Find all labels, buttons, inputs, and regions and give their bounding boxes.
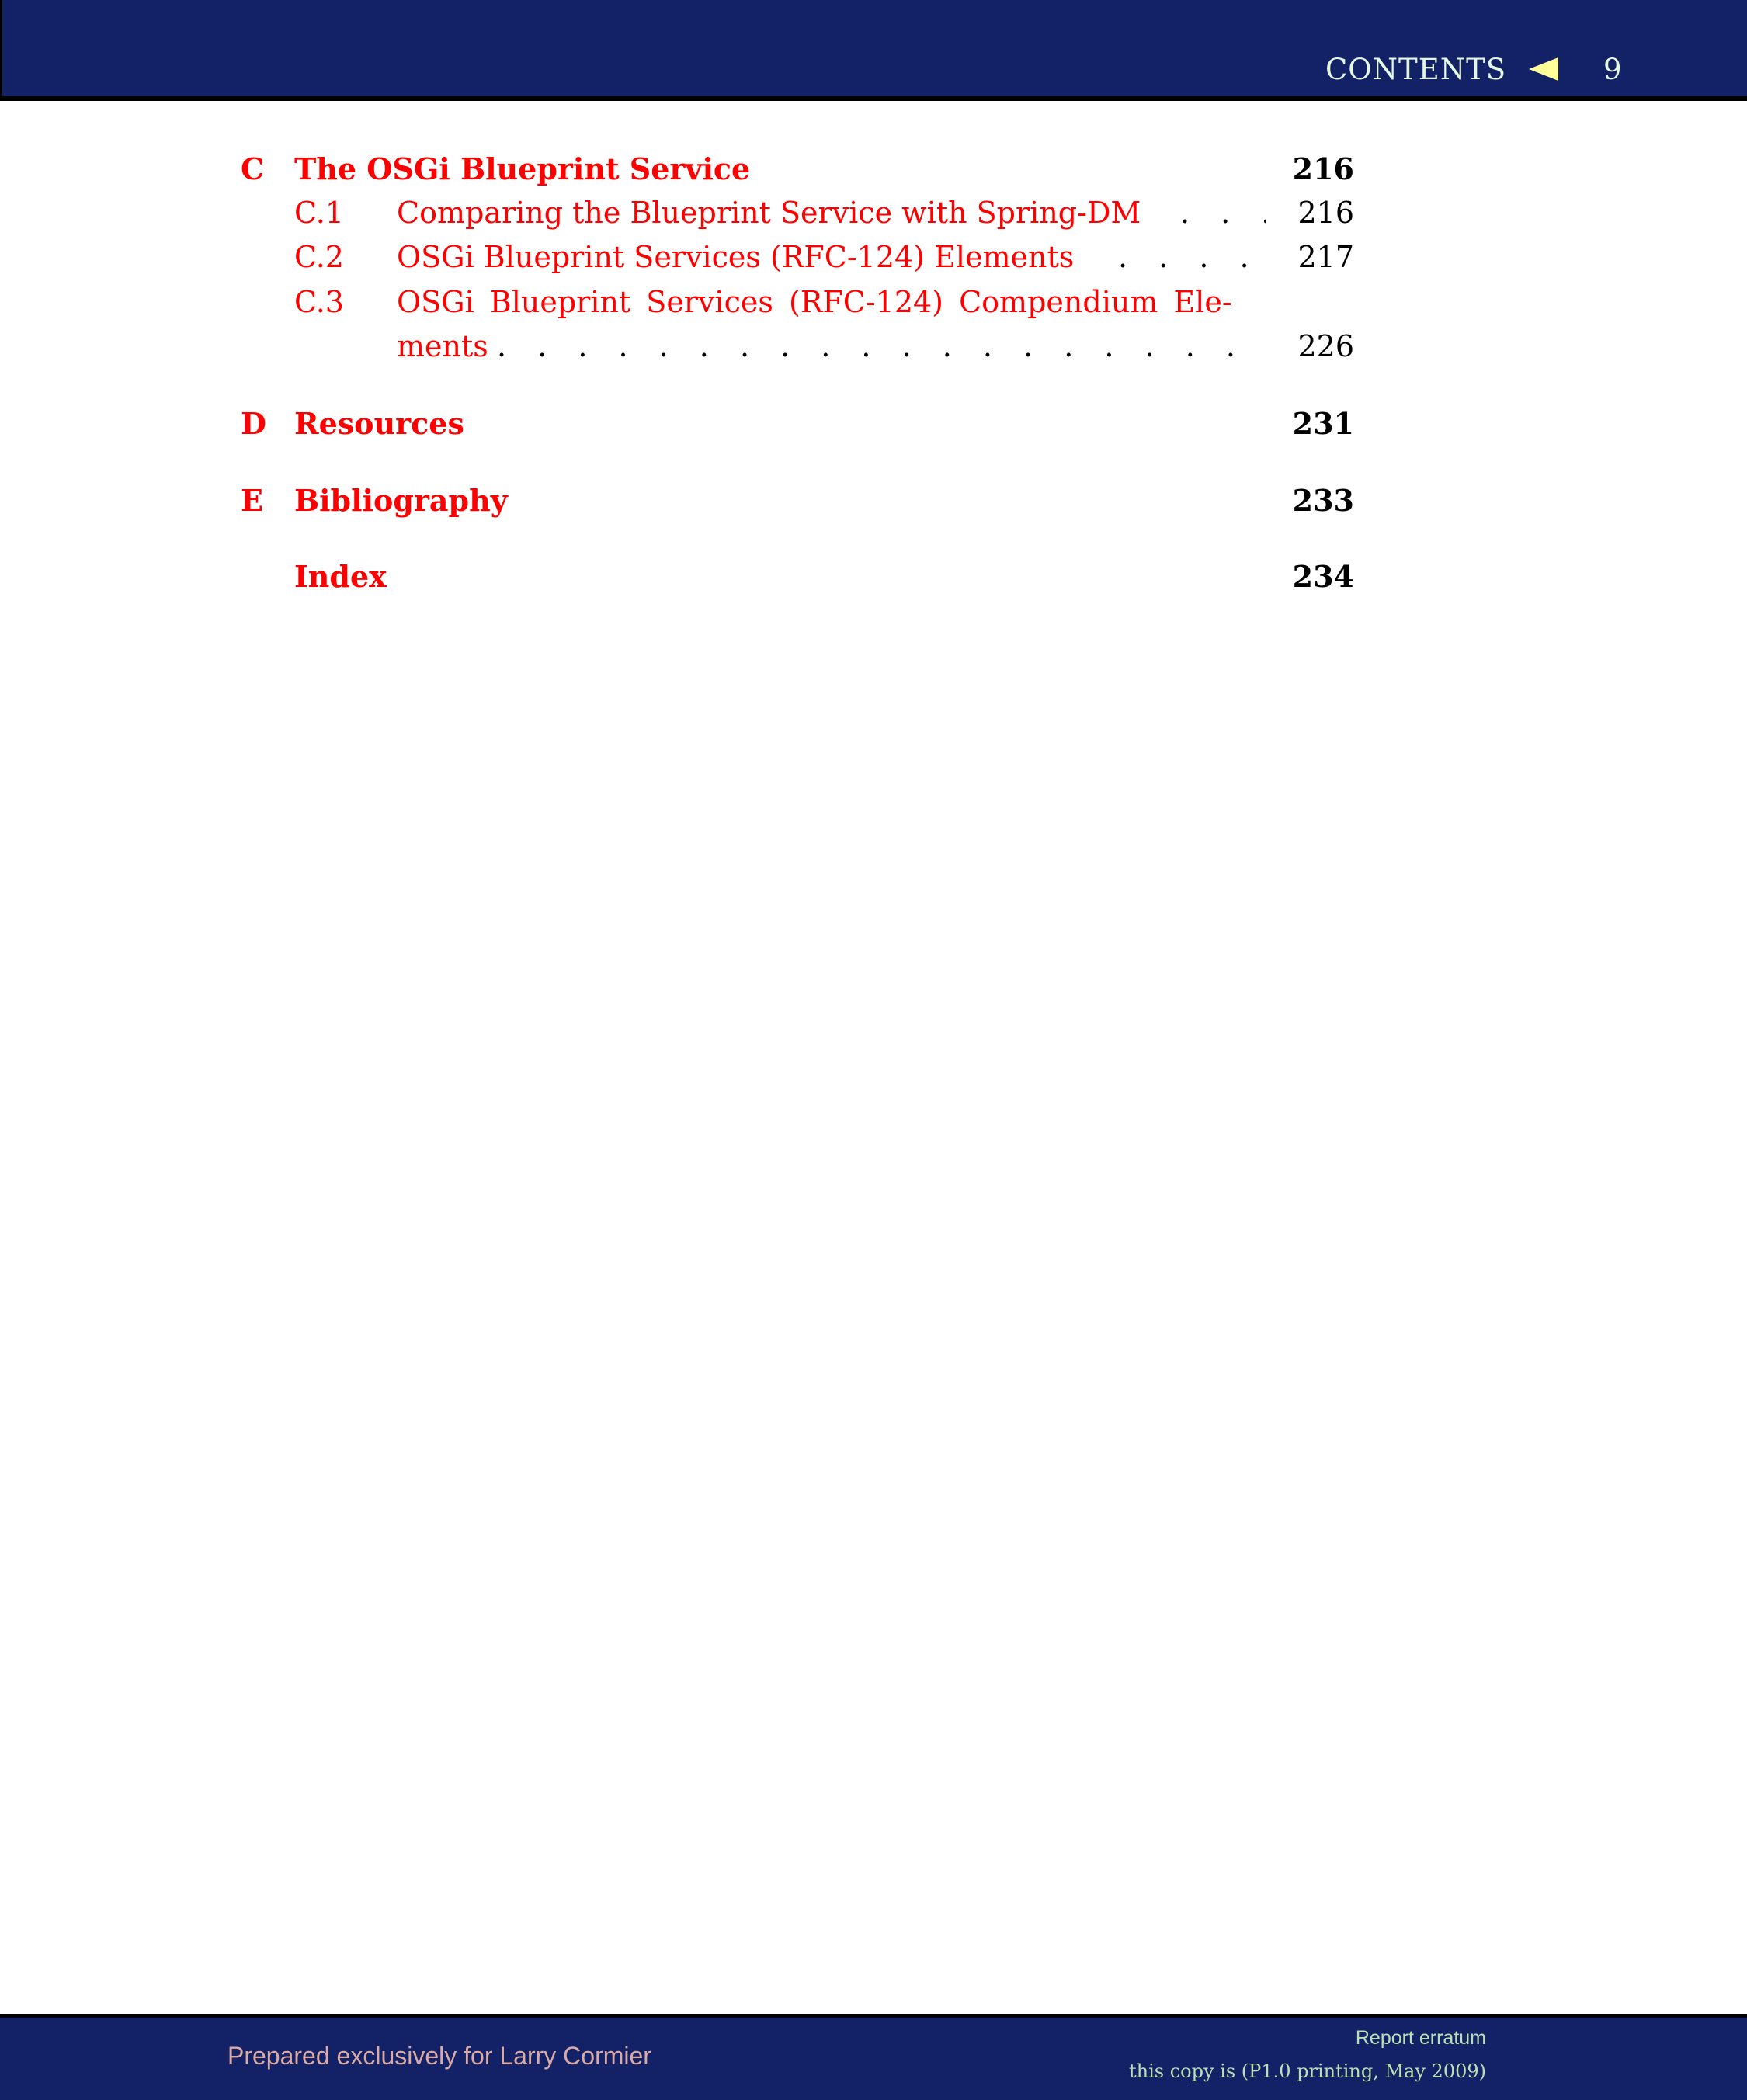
chapter-title[interactable]: Resources [294,406,464,441]
chapter-number: E [241,483,263,518]
printing-info: this copy is (P1.0 printing, May 2009) [1129,2060,1486,2082]
chapter-title[interactable]: Index [294,559,387,594]
toc-entry-c1[interactable]: C.1 Comparing the Blueprint Service with… [0,196,1747,234]
leader-dots: . . . . . . . . . . . . . . . . . . . . … [497,329,1266,363]
leader-dots: . . . . . . [1118,240,1266,274]
chapter-title[interactable]: Bibliography [294,483,508,518]
toc-entry-index[interactable]: Index 234 [0,559,1747,598]
page-ref: 217 [1297,240,1354,274]
page-ref: 226 [1297,329,1354,363]
toc-entry-c2[interactable]: C.2 OSGi Blueprint Services (RFC-124) El… [0,240,1747,279]
page-ref: 216 [1292,151,1354,186]
section-number: C.1 [294,196,344,230]
section-title-continued[interactable]: ments [397,329,488,363]
chapter-number: C [241,151,265,186]
toc-entry-d[interactable]: D Resources 231 [0,406,1747,445]
leader-dots: . . . [1180,196,1266,230]
running-head: CONTENTS [1325,53,1507,86]
toc-entry-c3[interactable]: C.3 OSGi Blueprint Services (RFC-124) Co… [0,285,1747,324]
section-number: C.3 [294,285,344,319]
page-footer: Prepared exclusively for Larry Cormier R… [0,2014,1747,2100]
section-title[interactable]: OSGi Blueprint Services (RFC-124) Compen… [397,285,1232,319]
triangle-left-icon[interactable] [1529,57,1558,81]
page-number: 9 [1603,53,1622,86]
toc-entry-e[interactable]: E Bibliography 233 [0,483,1747,522]
section-title[interactable]: Comparing the Blueprint Service with Spr… [397,196,1141,230]
chapter-number: D [241,406,266,441]
toc-entry-c3-cont[interactable]: ments . . . . . . . . . . . . . . . . . … [0,329,1747,368]
page-ref: 231 [1292,406,1354,441]
chapter-title[interactable]: The OSGi Blueprint Service [294,151,751,186]
page-ref: 216 [1297,196,1354,230]
toc-entry-c[interactable]: C The OSGi Blueprint Service 216 [0,151,1747,190]
page-header: CONTENTS 9 [0,0,1747,101]
page-ref: 234 [1292,559,1354,594]
section-number: C.2 [294,240,344,274]
report-erratum-link[interactable]: Report erratum [1355,2027,1486,2049]
page-ref: 233 [1292,483,1354,518]
prepared-for-text: Prepared exclusively for Larry Cormier [227,2042,651,2070]
section-title[interactable]: OSGi Blueprint Services (RFC-124) Elemen… [397,240,1075,274]
